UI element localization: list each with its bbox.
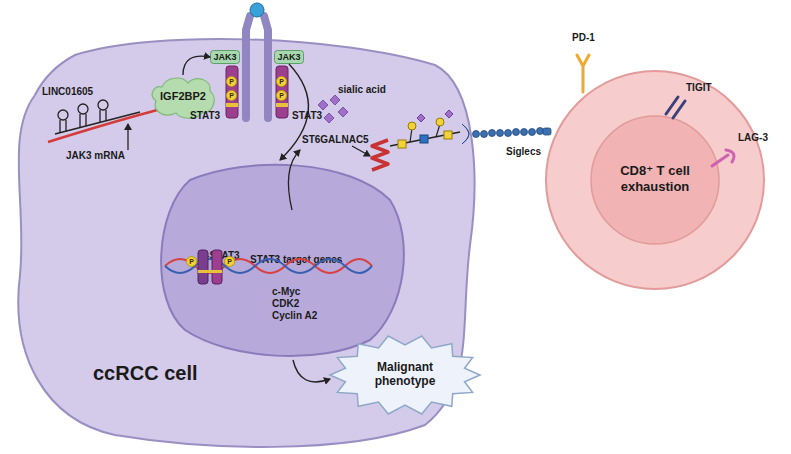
illustration-part: [127, 124, 128, 150]
tigit-receptor: [666, 97, 685, 118]
illustration-part: [100, 110, 106, 123]
illustration-part: [505, 130, 512, 137]
illustration-part: [338, 107, 348, 117]
phospho-mark: P: [276, 90, 287, 101]
text-label: STAT3: [292, 110, 322, 122]
illustration-part: [246, 16, 250, 118]
star-fill: [330, 336, 480, 414]
illustration-part: [529, 129, 536, 136]
illustration-part: [48, 100, 192, 142]
illustration-part: [318, 100, 328, 110]
illustration-part: [462, 124, 469, 144]
glycoprotein: [372, 110, 460, 170]
cell-fill: [18, 39, 474, 447]
node-text: IGF2BP2: [150, 90, 216, 103]
illustration-part: [436, 118, 444, 126]
illustration-part: [226, 103, 238, 107]
illustration-part: [165, 259, 372, 273]
illustration-part: [473, 131, 480, 138]
node-shape: CD8⁺ T cell exhaustion: [545, 70, 765, 290]
dna-helix: [165, 250, 372, 284]
node-shape: IGF2BP2: [150, 75, 216, 119]
arrow-connector: [280, 64, 308, 160]
node-text: ccRCC cell: [93, 361, 198, 385]
illustration-part: [513, 129, 520, 136]
illustration-part: [726, 150, 734, 162]
illustration-part: [212, 250, 222, 284]
phospho-mark: P: [226, 90, 237, 101]
illustration-part: [55, 112, 140, 134]
text-label: Siglecs: [506, 146, 541, 158]
jak3-receptor: [226, 3, 288, 118]
illustration-part: [330, 95, 340, 105]
arrow-connector: [293, 360, 330, 382]
node-shape: Malignant phenotype: [330, 335, 480, 415]
illustration-part: [408, 122, 416, 130]
rna-strands: [48, 100, 192, 150]
illustration-part: [226, 66, 238, 118]
illustration-part: [352, 146, 370, 156]
illustration-part: [372, 140, 388, 170]
node-shape: JAK3: [274, 50, 304, 64]
illustration-part: [666, 97, 685, 118]
illustration-part: [78, 104, 88, 114]
illustration-part: [537, 128, 544, 135]
illustration-part: [489, 130, 496, 137]
siglec-receptor: [462, 124, 551, 144]
illustration-part: [276, 103, 288, 107]
illustration-part: [543, 128, 551, 135]
illustration-part: [60, 120, 66, 133]
text-label: PD-1: [572, 32, 595, 44]
arrow-connector: [183, 56, 210, 75]
text-label: ST6GALNAC5: [302, 134, 369, 146]
node-text: p-STAT3: [200, 250, 240, 262]
node-text: JAK3: [210, 52, 240, 63]
illustration-part: [577, 55, 589, 92]
illustration-part: [521, 129, 528, 136]
node-shape: JAK3: [210, 50, 240, 64]
jak-fill: [275, 51, 304, 64]
jak-fill: [211, 51, 240, 64]
illustration-part: [417, 114, 425, 122]
node-shape: p-STAT3 STAT3 target genes: [150, 160, 410, 360]
illustration-part: [444, 131, 452, 139]
illustration-part: [410, 124, 440, 142]
illustration-part: [165, 259, 372, 273]
illustration-part: [264, 16, 268, 118]
illustration-part: [398, 140, 406, 148]
node-text: Malignant phenotype: [355, 360, 455, 388]
illustration-part: [58, 110, 68, 120]
node-text: STAT3 target genes: [250, 254, 342, 266]
node-text: CD8⁺ T cell exhaustion: [595, 163, 715, 195]
illustration-part: [250, 3, 264, 17]
phospho-mark: P: [276, 76, 287, 87]
illustration-part: [481, 131, 488, 138]
illustration-part: [712, 155, 728, 166]
illustration-part: [198, 270, 222, 273]
st6galnac5-arrows: [288, 146, 370, 210]
inner-circle: [591, 116, 719, 244]
pd1-receptor: [577, 55, 589, 92]
illustration-part: [445, 110, 453, 118]
node-text: JAK3: [274, 52, 304, 63]
lag3-receptor: [712, 150, 734, 166]
text-label: sialic acid: [338, 84, 386, 96]
illustration-part: [98, 100, 108, 110]
sialic-acid: [318, 95, 348, 123]
text-label: JAK3 mRNA: [66, 150, 125, 162]
illustration-part: [276, 66, 288, 118]
illustration-part: [497, 130, 504, 137]
illustration-part: [324, 113, 334, 123]
illustration-part: [390, 132, 460, 146]
illustration-part: [420, 135, 428, 143]
illustration-part: [288, 150, 300, 210]
tcell-fill: [546, 71, 764, 289]
text-label: LINC01605: [42, 86, 93, 98]
illustration-part: [198, 250, 208, 284]
phospho-mark: P: [226, 76, 237, 87]
illustration-part: [80, 114, 86, 128]
nucleus-fill: [161, 165, 404, 356]
